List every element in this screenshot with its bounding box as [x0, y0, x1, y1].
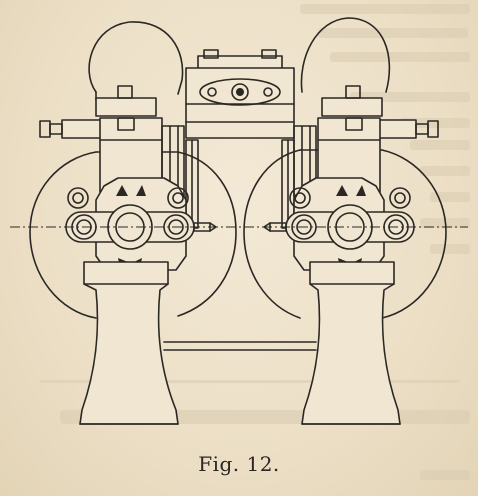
right-pedestal	[301, 261, 401, 425]
figure-caption: Fig. 12.	[198, 452, 280, 476]
left-pedestal	[79, 261, 179, 425]
right-top-roller	[300, 17, 391, 93]
left-bearing	[65, 177, 217, 271]
base-bar	[163, 341, 317, 351]
central-housing	[185, 49, 295, 139]
left-top-roller	[88, 21, 184, 101]
right-bearing	[263, 177, 415, 271]
